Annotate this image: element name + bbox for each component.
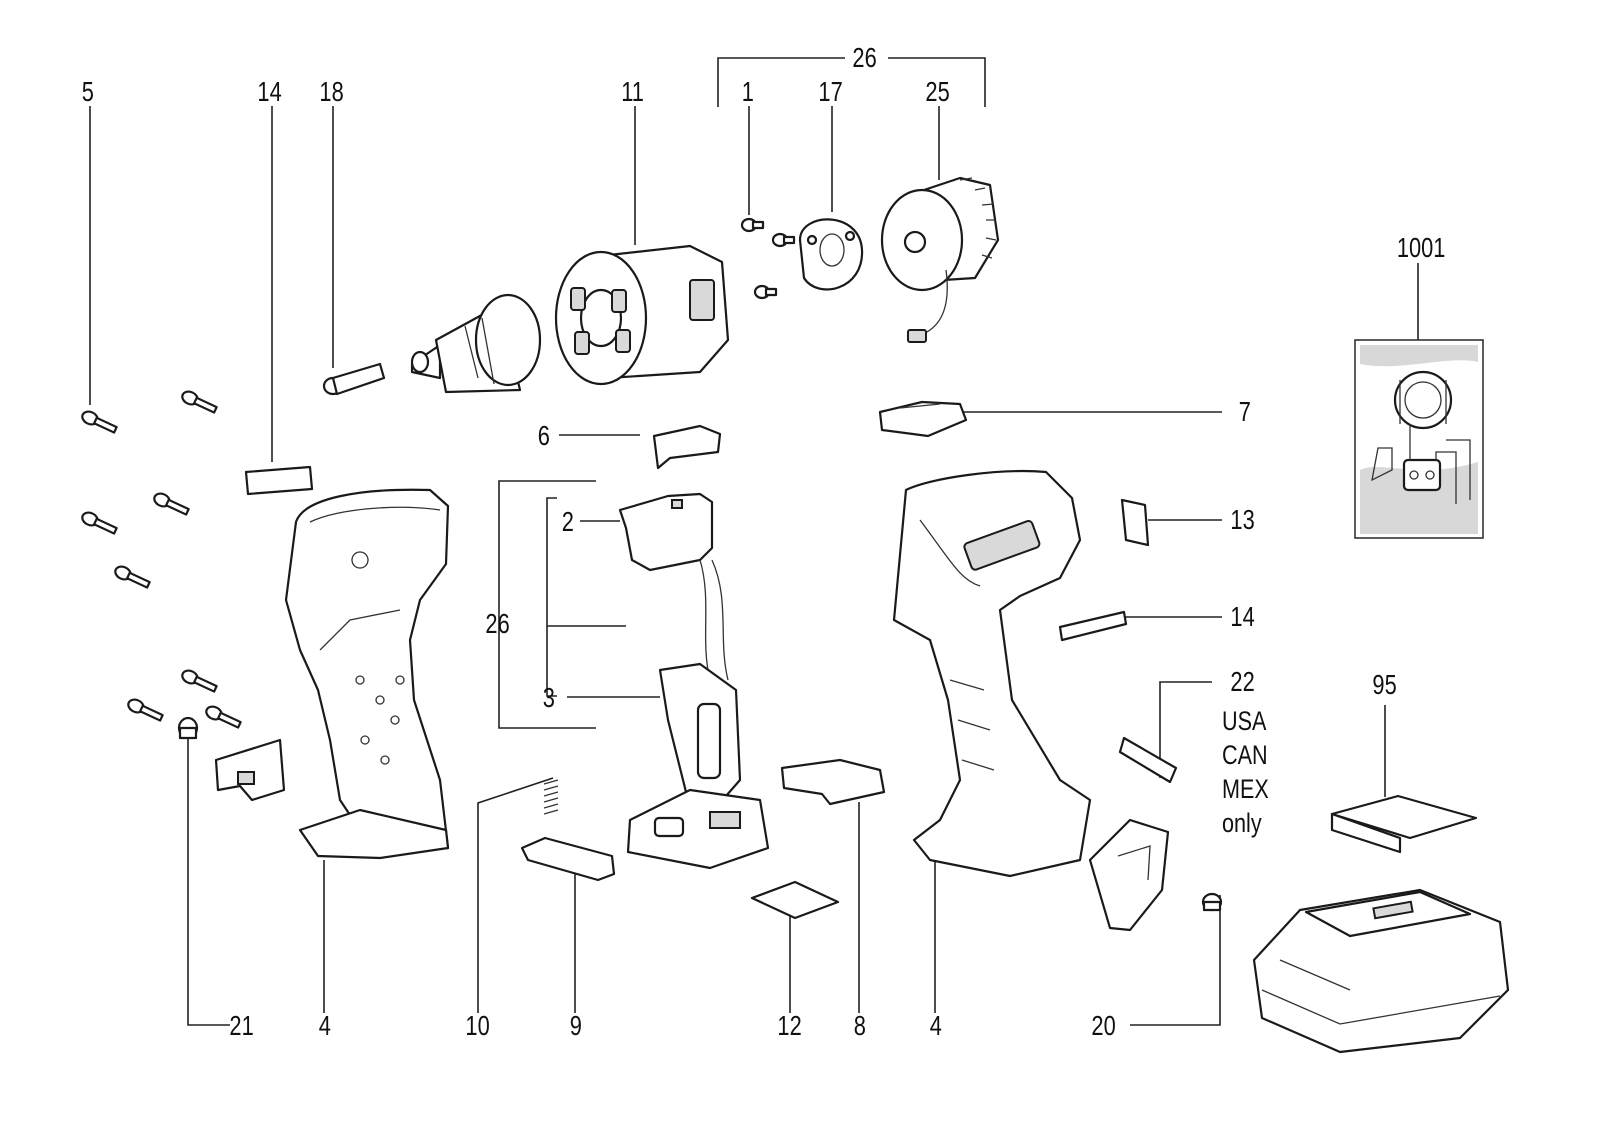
label-10: 10: [465, 1010, 490, 1041]
belt-hook-20: [1088, 818, 1223, 932]
electronics-module-3: [658, 662, 742, 798]
region-note-line: MEX: [1222, 774, 1269, 804]
label-26-top: 26: [852, 42, 877, 73]
drill-chuck: [410, 293, 542, 394]
screws-1: [740, 217, 796, 300]
label-18: 18: [319, 76, 344, 107]
label-17: 17: [818, 76, 843, 107]
label-22: [1118, 736, 1178, 784]
label-20: 20: [1091, 1010, 1116, 1041]
switch-2: [618, 492, 729, 681]
label-8: 8: [853, 1010, 866, 1041]
spare-part-box-1001: [1354, 339, 1484, 539]
region-note: USA CAN MEX only: [1222, 704, 1269, 840]
label-3: 3: [542, 682, 555, 713]
label-25: 25: [925, 76, 950, 107]
label-5: 5: [81, 76, 94, 107]
latch-9: [520, 836, 616, 882]
label-22: 22: [1230, 666, 1255, 697]
label-4-left: 4: [318, 1010, 331, 1041]
label-strip-14b: [1058, 610, 1128, 642]
label-14-top: 14: [257, 76, 282, 107]
battery-pack: [1252, 888, 1510, 1054]
label-21: 21: [229, 1010, 254, 1041]
motor-plate-17: [798, 218, 864, 291]
label-6: 6: [537, 420, 550, 451]
slider-7: [878, 400, 968, 438]
label-11: 11: [621, 76, 644, 107]
label-12: 12: [777, 1010, 802, 1041]
bracket-21: [214, 738, 286, 802]
housing-half-left: [284, 488, 450, 860]
label-13: 13: [1230, 504, 1255, 535]
battery-plate-95: [1330, 794, 1478, 854]
battery-contact-plate: [626, 788, 770, 870]
label-4-right: 4: [929, 1010, 942, 1041]
label-13: [1120, 498, 1150, 547]
label-95: 95: [1372, 669, 1397, 700]
gearbox-11: [554, 244, 730, 386]
rating-label-12: [750, 880, 840, 920]
housing-half-right: [892, 470, 1092, 878]
pin-18: [322, 362, 386, 396]
label-strip-14a: [244, 465, 314, 496]
release-clip-8: [780, 758, 886, 806]
leader-lines: [89, 57, 1419, 1026]
label-1: 1: [741, 76, 754, 107]
label-2: 2: [561, 506, 574, 537]
label-9: 9: [569, 1010, 582, 1041]
label-1001: 1001: [1396, 232, 1446, 263]
screw-set-5: [81, 390, 242, 729]
motor-25: [880, 176, 1000, 343]
label-26-mid: 26: [485, 608, 510, 639]
switch-button-6: [652, 424, 722, 470]
label-7: 7: [1238, 396, 1251, 427]
region-note-line: CAN: [1222, 740, 1268, 770]
label-14-right: 14: [1230, 601, 1255, 632]
region-note-line: only: [1222, 808, 1262, 838]
spring-10: [543, 779, 559, 815]
region-note-line: USA: [1222, 706, 1267, 736]
bushing-21: [177, 716, 199, 740]
